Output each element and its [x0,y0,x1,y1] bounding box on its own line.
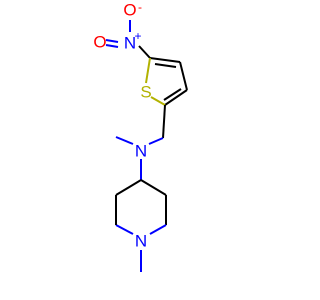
bonds [105,20,188,272]
bond-c2-ch2 [162,104,166,139]
bond-thiophene-c3-c2 [164,89,188,106]
charge-nitro-n-plus: + [134,29,141,43]
bond-pip-c4-c3 [140,179,167,196]
bond-thiophene-c5-c4 [149,57,181,63]
atom-nitro-o-minus: O [123,1,136,20]
bond-pip-n1-c6 [115,224,134,235]
atom-amine-n: N [135,142,147,161]
bond-pip-c2-n1 [149,224,167,235]
bond-nitro-n-o-double-b [105,44,119,48]
bond-thiophene-c4-c3 [179,61,188,91]
bond-n-methyl [115,136,134,145]
bond-nitro-n-o-double-a [105,39,119,43]
bond-thiophene-c5-c4-inner [154,63,177,68]
bond-nitro-n-c [138,45,151,59]
atom-piperidine-n: N [135,232,147,251]
atom-thiophene-s: S [140,83,151,102]
bond-thiophene-c3-c2-inner [163,88,182,101]
atom-labels: N + O - O S N N [93,0,151,251]
molecule-structure-diagram: N + O - O S N N [93,0,188,272]
bond-thiophene-c2-s [150,96,166,106]
atom-nitro-n: N [124,34,136,53]
bond-thiophene-s-c5 [145,57,151,84]
bond-pip-c5-c4 [115,179,142,196]
bond-ch2-n [148,137,164,145]
charge-nitro-o-minus: - [138,0,142,14]
atom-nitro-o-double: O [93,33,106,52]
